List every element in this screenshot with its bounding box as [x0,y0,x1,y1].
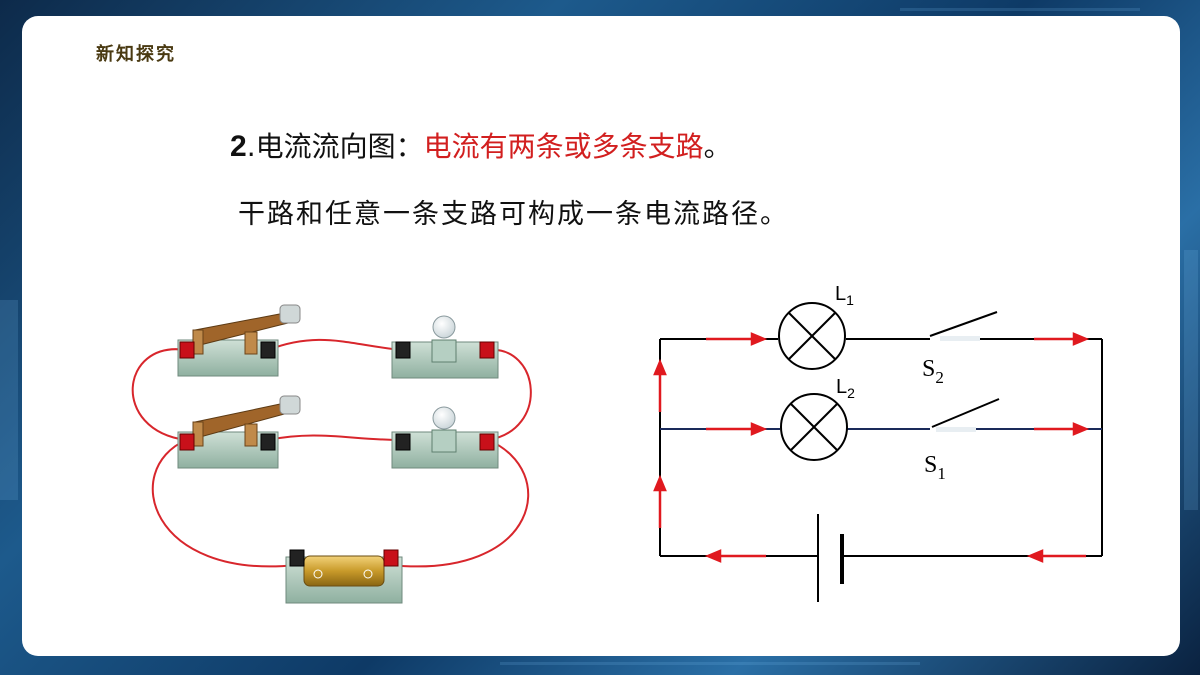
schematic-wires [659,338,1103,557]
svg-text:S1: S1 [924,452,946,483]
heading-number: 2 [230,130,247,163]
svg-text:L1: L1 [835,283,854,308]
switch-s1-label: S [924,452,937,478]
svg-text:S2: S2 [922,356,944,387]
lamp-l1-symbol [778,302,846,370]
section-label: 新知探究 [96,44,176,65]
knife-switch-top [177,304,301,377]
switch-s1-symbol [931,398,1000,432]
heading-label: 电流流向图： [255,130,424,163]
explanation-text: 干路和任意一条支路可构成一条电流路径。 [238,199,789,230]
lamp-l2-subscript: 2 [847,385,855,401]
bulb-holder-bottom [391,406,499,469]
lamp-l1-label: L [835,283,846,305]
heading-highlight: 电流有两条或多条支路 [423,130,704,163]
battery-symbol [817,514,844,602]
lamp-l2-label: L [836,376,847,398]
knife-switch-bottom [177,395,301,469]
switch-s2-subscript: 2 [935,368,944,387]
bulb-holder-top [391,315,499,379]
heading-end: 。 [703,130,732,163]
lamp-l2-symbol [780,393,848,461]
page-heading: 2.电流流向图：电流有两条或多条支路。 [230,125,732,165]
lamp-l1-subscript: 1 [846,292,854,308]
switch-s1-subscript: 1 [937,464,946,483]
switch-s2-symbol [929,311,998,341]
svg-text:L2: L2 [836,376,855,401]
heading-separator: . [246,130,256,163]
red-wires [131,338,532,568]
battery-holder [285,549,403,604]
switch-s2-label: S [922,356,935,382]
current-arrows [653,332,1090,563]
